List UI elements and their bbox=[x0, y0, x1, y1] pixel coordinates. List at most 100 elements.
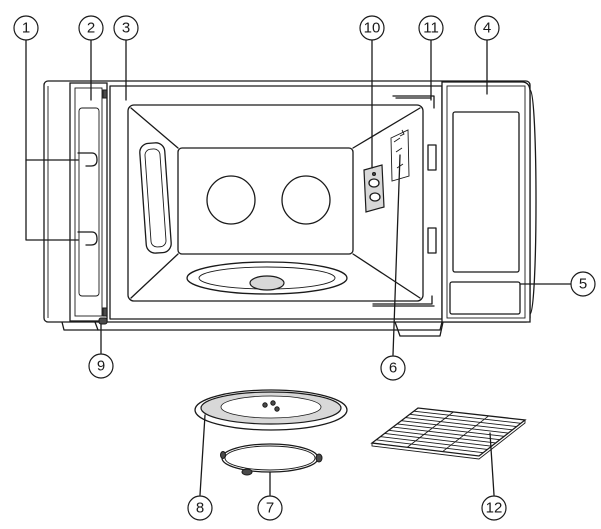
callout-11: 11 bbox=[418, 15, 444, 41]
rack-wire bbox=[397, 423, 505, 437]
waveguide-hole-1 bbox=[368, 178, 380, 188]
leader-6 bbox=[392, 154, 401, 356]
control-panel bbox=[441, 81, 531, 323]
callout-number: 8 bbox=[196, 500, 204, 517]
rack-wire bbox=[380, 436, 488, 450]
control-panel-display bbox=[452, 111, 520, 273]
cabinet-side-right bbox=[529, 89, 537, 315]
back-wall-circle-right bbox=[281, 175, 331, 225]
back-wall-circle-left bbox=[206, 175, 256, 225]
cavity-edge-tr bbox=[352, 107, 421, 149]
waveguide-hole-2 bbox=[369, 192, 381, 202]
turntable-hub-dot-2 bbox=[270, 400, 276, 406]
callout-10: 10 bbox=[359, 15, 385, 41]
callout-circle bbox=[257, 495, 283, 521]
rack-wire bbox=[409, 413, 517, 427]
roller-wheel-right bbox=[315, 453, 323, 463]
callout-number: 3 bbox=[122, 20, 130, 37]
leader-8 bbox=[199, 414, 206, 496]
callout-8: 8 bbox=[187, 495, 213, 521]
callout-circle bbox=[570, 271, 596, 297]
rack-frame-edge bbox=[371, 420, 526, 460]
callout-number: 7 bbox=[266, 500, 274, 517]
oven-base bbox=[61, 321, 443, 331]
turntable-inner-ring bbox=[220, 395, 322, 419]
callout-number: 12 bbox=[486, 500, 503, 517]
callout-circle bbox=[113, 15, 139, 41]
callout-number: 6 bbox=[389, 360, 397, 377]
interlock-slot-upper bbox=[427, 144, 437, 171]
cavity-edge-tl bbox=[130, 107, 179, 149]
rack-wires bbox=[376, 410, 521, 454]
rack-wire bbox=[405, 417, 513, 431]
door-latch-hook-upper bbox=[77, 152, 98, 167]
control-panel-bezel bbox=[446, 85, 526, 319]
door-hinge-bottom bbox=[102, 307, 108, 317]
waveguide-screw bbox=[372, 172, 376, 176]
roller-ring bbox=[220, 443, 323, 476]
callout-circle bbox=[359, 15, 385, 41]
door-latch-hook-lower bbox=[77, 231, 98, 246]
door-frame-inner bbox=[74, 87, 103, 317]
callout-2: 2 bbox=[78, 15, 104, 41]
callout-9: 9 bbox=[88, 353, 114, 379]
callout-number: 11 bbox=[423, 20, 439, 37]
roller-ring-hoop-inner bbox=[224, 445, 316, 471]
rack-wire bbox=[376, 439, 484, 454]
rack-wire bbox=[392, 426, 500, 441]
oven-foot-right bbox=[394, 321, 444, 337]
callout-4: 4 bbox=[474, 15, 500, 41]
roller-ring-hoop bbox=[221, 443, 319, 473]
rack-wire bbox=[413, 410, 521, 424]
callout-12: 12 bbox=[481, 495, 507, 521]
callout-1: 1 bbox=[13, 15, 39, 41]
cavity-edge-br bbox=[352, 253, 421, 299]
callout-3: 3 bbox=[113, 15, 139, 41]
seal-bracket-bottom bbox=[372, 295, 433, 305]
rack-wire bbox=[388, 429, 496, 444]
seal-bracket-top bbox=[392, 95, 435, 109]
callout-number: 5 bbox=[579, 276, 587, 293]
callout-5: 5 bbox=[570, 271, 596, 297]
rack-crossbar bbox=[442, 415, 489, 452]
left-wall-vent bbox=[139, 142, 172, 254]
door-frame bbox=[69, 82, 108, 322]
callout-circle bbox=[380, 355, 406, 381]
turntable-hub-dot-3 bbox=[274, 406, 280, 412]
cavity-interior bbox=[127, 104, 424, 302]
callout-7: 7 bbox=[257, 495, 283, 521]
glass-turntable bbox=[194, 389, 348, 431]
callout-number: 2 bbox=[87, 20, 95, 37]
rack-wire bbox=[401, 420, 509, 434]
door-hinge-top bbox=[102, 89, 108, 99]
callout-circle bbox=[474, 15, 500, 41]
callout-circle bbox=[78, 15, 104, 41]
callout-number: 4 bbox=[483, 20, 491, 37]
door-hinge-foot bbox=[98, 317, 108, 325]
door-window bbox=[78, 107, 100, 297]
cavity-edge-bl bbox=[130, 253, 179, 299]
grill-rack bbox=[370, 407, 527, 460]
callout-circle bbox=[481, 495, 507, 521]
oven-foot-left bbox=[94, 321, 99, 331]
rating-plate-marks bbox=[393, 129, 405, 169]
left-wall-vent-inner bbox=[144, 148, 167, 248]
roller-wheel-left bbox=[220, 451, 226, 459]
rating-plate bbox=[390, 129, 410, 182]
floor-coupler-outer bbox=[186, 261, 348, 295]
callout-number: 1 bbox=[22, 20, 30, 37]
callout-circle bbox=[88, 353, 114, 379]
door-release-button bbox=[449, 281, 521, 315]
leader-lines bbox=[25, 39, 572, 496]
interlock-slot-lower bbox=[427, 227, 437, 254]
leader-12 bbox=[489, 432, 495, 496]
cavity-back-wall bbox=[177, 147, 354, 255]
roller-wheel-front bbox=[241, 468, 253, 476]
callout-number: 10 bbox=[364, 20, 381, 37]
callout-circle bbox=[187, 495, 213, 521]
turntable-shaft bbox=[249, 275, 285, 291]
microwave-oven bbox=[43, 80, 537, 337]
rack-wire bbox=[384, 433, 492, 447]
turntable-hub-dot-1 bbox=[262, 402, 268, 408]
